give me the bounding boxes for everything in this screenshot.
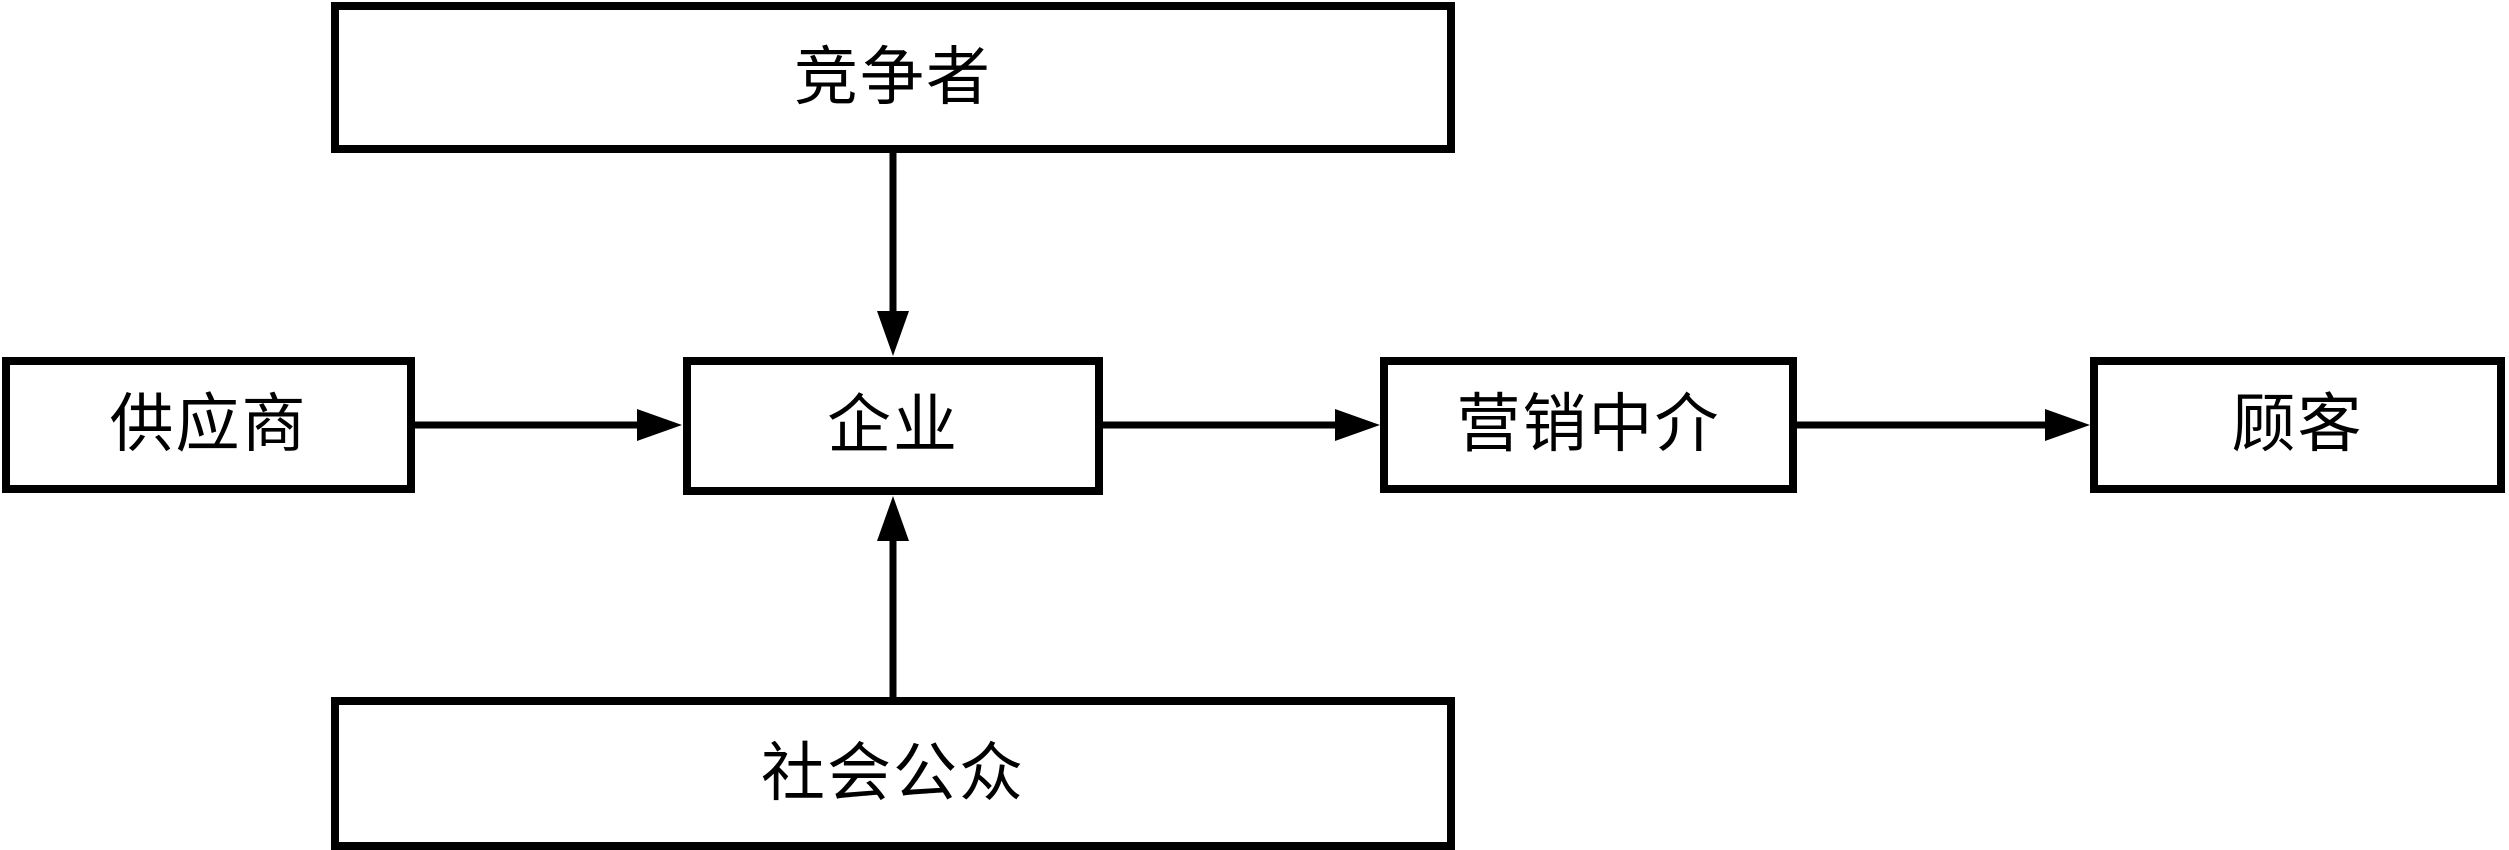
arrow-competitors-to-enterprise bbox=[877, 153, 909, 356]
arrow-public-to-enterprise bbox=[877, 496, 909, 697]
node-customers: 顾客 bbox=[2090, 357, 2505, 493]
node-suppliers-label: 供应商 bbox=[109, 389, 308, 460]
node-suppliers: 供应商 bbox=[2, 357, 415, 493]
node-competitors: 竞争者 bbox=[331, 2, 1455, 153]
node-competitors-label: 竞争者 bbox=[794, 41, 992, 113]
node-enterprise: 企业 bbox=[683, 357, 1103, 495]
arrow-suppliers-to-enterprise bbox=[415, 409, 682, 441]
node-public: 社会公众 bbox=[331, 697, 1455, 850]
arrow-intermediaries-to-customers bbox=[1797, 409, 2090, 441]
node-intermediaries-label: 营销中介 bbox=[1456, 389, 1721, 460]
node-customers-label: 顾客 bbox=[2231, 389, 2364, 460]
node-intermediaries: 营销中介 bbox=[1380, 357, 1797, 493]
node-public-label: 社会公众 bbox=[761, 737, 1025, 809]
node-enterprise-label: 企业 bbox=[827, 390, 959, 461]
arrow-enterprise-to-intermediaries bbox=[1103, 409, 1380, 441]
